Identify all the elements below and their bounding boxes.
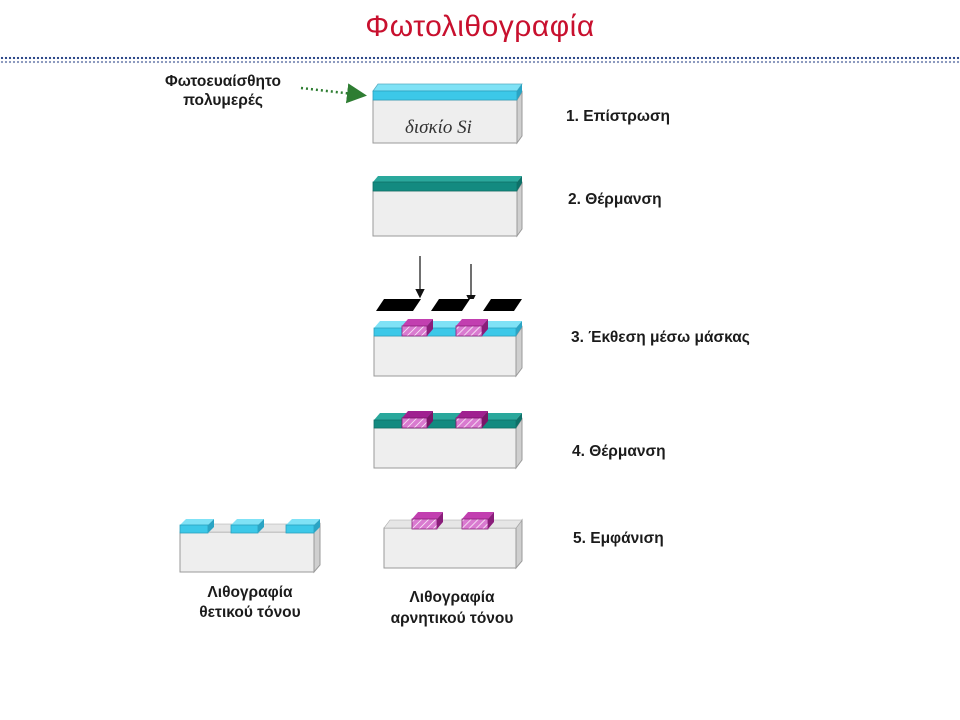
photomask: [376, 299, 522, 311]
step-2-wafer: [372, 176, 523, 238]
step-1-label: 1. Επίστρωση: [566, 108, 671, 125]
resist-label: Φωτοευαίσθητο πολυμερές: [148, 72, 298, 110]
step-3-label: 3. Έκθεση μέσω μάσκας: [571, 329, 750, 346]
title-divider: [0, 56, 960, 60]
resist-pointer-arrow: [300, 83, 367, 104]
step-1-wafer: [372, 83, 523, 145]
negative-tone-label-line1: Λιθογραφία: [409, 589, 495, 606]
wafer-label: δισκίο Si: [405, 117, 472, 138]
uv-arrows: [415, 256, 476, 305]
title-divider-shadow: [0, 60, 960, 64]
step-5-label: 5. Εμφάνιση: [573, 530, 664, 547]
page-title: Φωτολιθογραφία: [365, 10, 595, 43]
negative-tone-label-line2: αρνητικού τόνου: [390, 610, 514, 627]
negative-tone-wafer: [383, 512, 523, 570]
step-4-label: 4. Θέρμανση: [572, 443, 666, 460]
positive-tone-label-line2: θετικού τόνου: [199, 604, 301, 621]
positive-tone-label-line1: Λιθογραφία: [207, 584, 293, 601]
negative-tone-label: Λιθογραφία αρνητικού τόνου: [372, 587, 532, 629]
resist-label-line2: πολυμερές: [183, 92, 263, 109]
positive-tone-wafer: [179, 519, 321, 574]
positive-tone-label: Λιθογραφία θετικού τόνου: [170, 583, 330, 623]
resist-label-line1: Φωτοευαίσθητο: [165, 73, 281, 90]
step-4-wafer: [373, 411, 523, 470]
step-3-wafer: [373, 319, 523, 378]
step-2-label: 2. Θέρμανση: [568, 191, 662, 208]
